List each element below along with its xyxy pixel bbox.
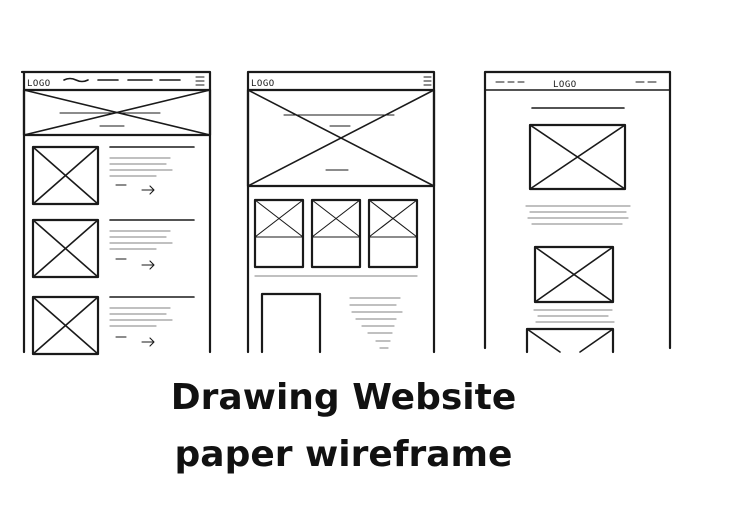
wireframe-2-cards: [253, 198, 419, 269]
caption-line-1: Drawing Website: [170, 377, 517, 418]
wireframe-1-row-3: [31, 295, 195, 356]
wireframe-2-logo: LOGO: [251, 79, 275, 89]
wireframe-1-row-2: [31, 218, 195, 279]
wireframe-3-logo: LOGO: [553, 80, 577, 90]
wireframe-1-row-1: [31, 145, 195, 206]
caption-line-2: paper wireframe: [174, 434, 513, 475]
wireframe-2: LOGO: [246, 70, 436, 354]
wireframe-3: LOGO: [483, 70, 672, 354]
wireframe-1: LOGO: [20, 70, 212, 356]
wireframe-1-logo: LOGO: [27, 79, 51, 89]
